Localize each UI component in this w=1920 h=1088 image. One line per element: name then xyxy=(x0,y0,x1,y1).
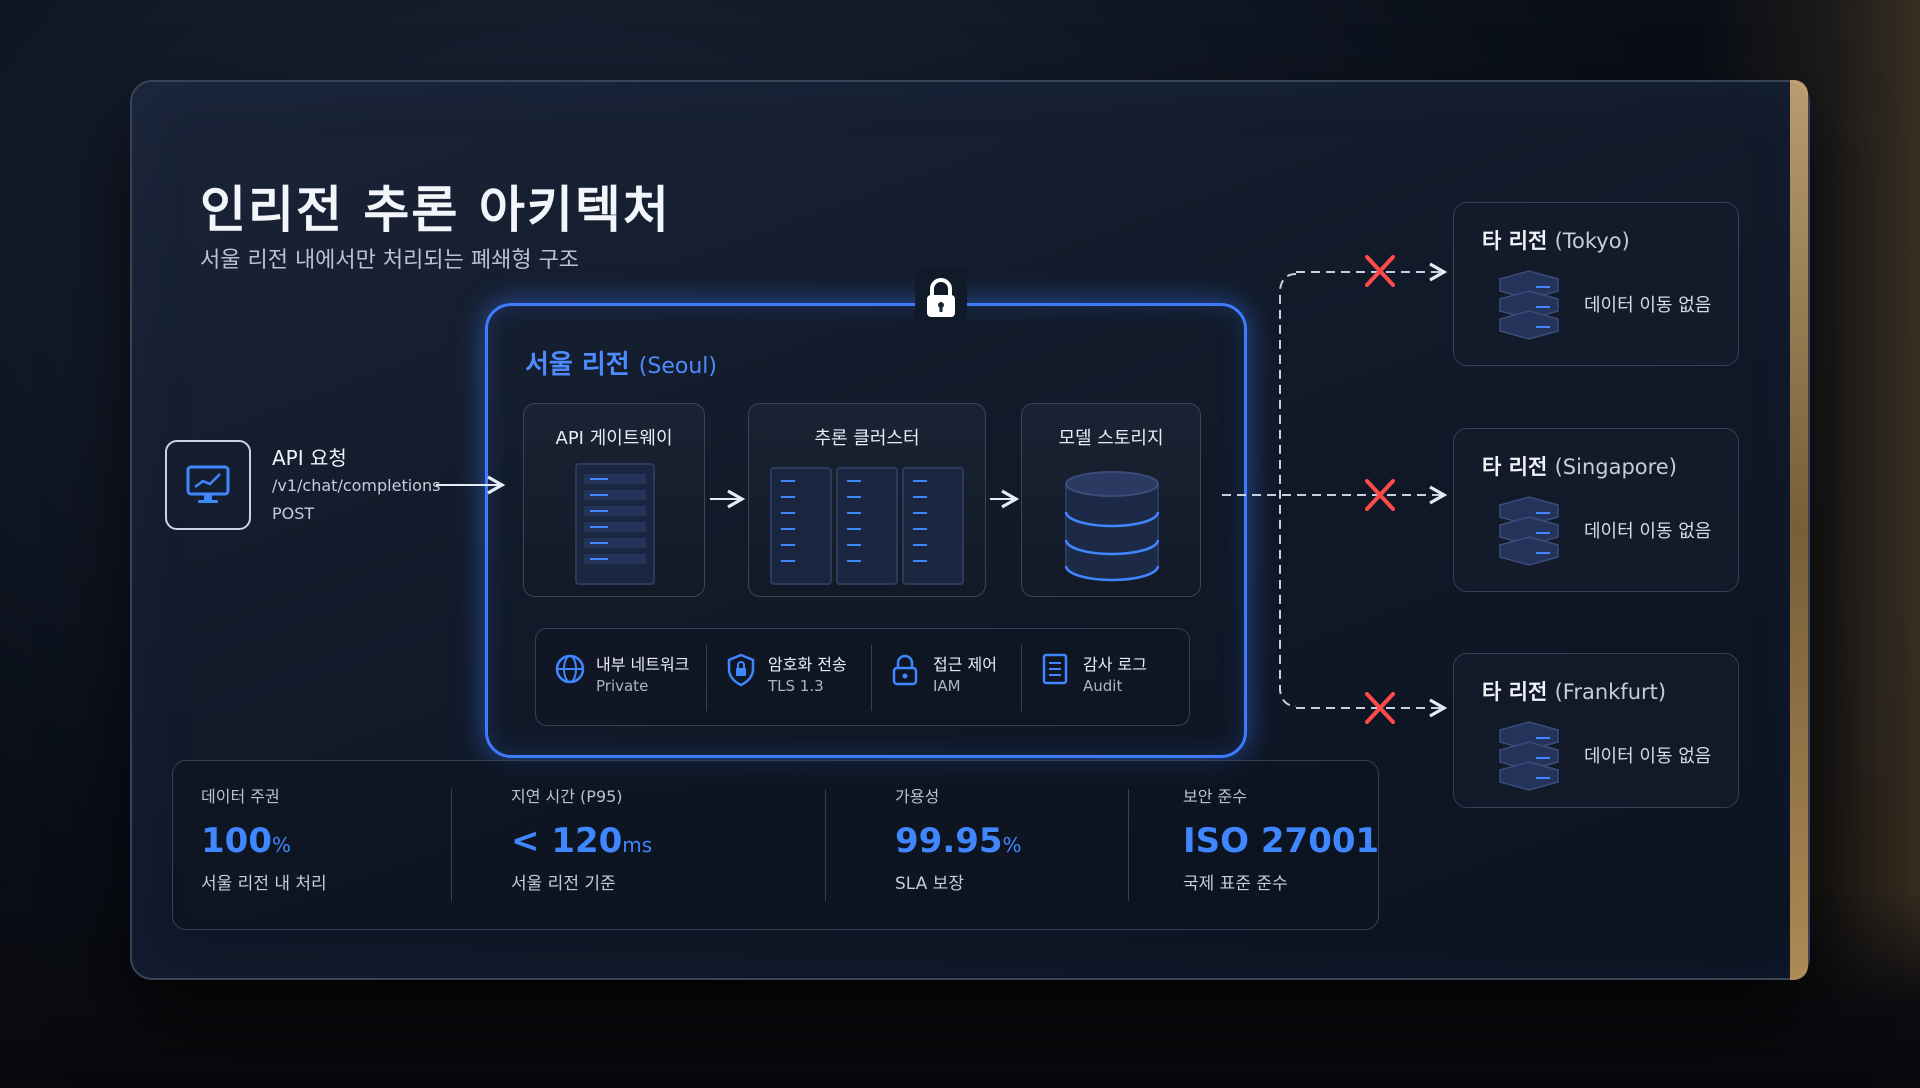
metric-value: 100% xyxy=(201,821,291,861)
blocked-x-icon-singapore xyxy=(1365,479,1395,511)
other-region-title: 타 리전 (Singapore) xyxy=(1482,451,1677,481)
metric-value: < 120ms xyxy=(511,821,653,861)
log-icon xyxy=(1042,653,1068,685)
lock-icon xyxy=(927,278,955,317)
server-stack-icon xyxy=(1499,496,1559,566)
region-lock xyxy=(915,270,967,326)
security-sub-audit: Audit xyxy=(1083,677,1123,695)
seoul-region-name-en: (Seoul) xyxy=(638,354,717,379)
security-title-network: 내부 네트워크 xyxy=(596,655,690,674)
inference-cluster-card: 추론 클러스터 xyxy=(748,403,986,597)
model-storage-label: 모델 스토리지 xyxy=(1058,428,1164,449)
route-vertical xyxy=(1279,273,1297,707)
other-region-name: 타 리전 xyxy=(1482,455,1548,479)
seoul-region-boundary xyxy=(485,303,1247,758)
api-request-method: POST xyxy=(272,504,315,523)
page-subtitle: 서울 리전 내에서만 처리되는 폐쇄형 구조 xyxy=(200,248,580,273)
security-title-access: 접근 제어 xyxy=(933,655,997,674)
blocked-x-icon-frankfurt xyxy=(1365,692,1395,724)
api-gateway-card: API 게이트웨이 xyxy=(523,403,705,597)
other-region-status: 데이터 이동 없음 xyxy=(1584,521,1712,542)
other-region-singapore: 타 리전 (Singapore) 데이터 이동 없음 xyxy=(1453,428,1739,592)
metric-sub: 서울 리전 기준 xyxy=(511,874,616,894)
metric-label: 데이터 주권 xyxy=(201,787,280,806)
server-rack-icon xyxy=(575,463,655,585)
api-request-title: API 요청 xyxy=(272,446,347,470)
other-region-title: 타 리전 (Tokyo) xyxy=(1482,225,1630,255)
lock-icon xyxy=(892,654,918,686)
security-title-audit: 감사 로그 xyxy=(1083,655,1147,674)
security-title-encryption: 암호화 전송 xyxy=(768,655,847,674)
metric-value: 99.95% xyxy=(895,821,1022,861)
metrics-bar: 데이터 주권 100% 서울 리전 내 처리 지연 시간 (P95) < 120… xyxy=(172,760,1379,930)
security-divider xyxy=(706,645,707,711)
metric-sub: 서울 리전 내 처리 xyxy=(201,874,327,894)
metric-label: 가용성 xyxy=(895,787,940,806)
server-cluster-icon xyxy=(770,467,964,585)
database-icon xyxy=(1064,471,1160,582)
metric-label: 지연 시간 (P95) xyxy=(511,787,623,806)
seoul-region-title: 서울 리전 (Seoul) xyxy=(525,344,717,381)
metric-sub: SLA 보장 xyxy=(895,874,964,894)
security-sub-access: IAM xyxy=(933,677,961,695)
security-features-bar: 내부 네트워크 Private 암호화 전송 TLS 1.3 접근 제어 IAM… xyxy=(535,628,1190,726)
api-request-icon-box xyxy=(165,440,251,530)
shield-icon xyxy=(727,653,755,687)
monitor-icon xyxy=(186,465,230,503)
blocked-x-icons xyxy=(1365,255,1395,724)
other-region-frankfurt: 타 리전 (Frankfurt) 데이터 이동 없음 xyxy=(1453,653,1739,808)
other-region-name-en: (Tokyo) xyxy=(1554,229,1630,253)
other-region-name: 타 리전 xyxy=(1482,680,1548,704)
metric-compliance: 보안 준수 ISO 27001 국제 표준 준수 xyxy=(1183,783,1379,894)
security-sub-network: Private xyxy=(596,677,649,695)
server-stack-icon xyxy=(1499,721,1559,791)
security-divider xyxy=(1021,645,1022,711)
other-region-status: 데이터 이동 없음 xyxy=(1584,295,1712,316)
other-region-tokyo: 타 리전 (Tokyo) 데이터 이동 없음 xyxy=(1453,202,1739,366)
model-storage-card: 모델 스토리지 xyxy=(1021,403,1201,597)
network-icon xyxy=(555,654,585,684)
other-region-status: 데이터 이동 없음 xyxy=(1584,746,1712,767)
metric-divider xyxy=(451,789,452,901)
metric-divider xyxy=(1128,789,1129,901)
other-region-name-en: (Frankfurt) xyxy=(1554,680,1667,704)
other-region-name-en: (Singapore) xyxy=(1554,455,1677,479)
metric-label: 보안 준수 xyxy=(1183,787,1247,806)
metric-latency: 지연 시간 (P95) < 120ms 서울 리전 기준 xyxy=(511,783,652,894)
server-stack-icon xyxy=(1499,270,1559,340)
metric-divider xyxy=(825,789,826,901)
metric-availability: 가용성 99.95% SLA 보장 xyxy=(895,783,1022,894)
security-sub-encryption: TLS 1.3 xyxy=(768,677,824,695)
metric-value: ISO 27001 xyxy=(1183,821,1380,861)
panel-edge xyxy=(1790,80,1808,980)
api-request-path: /v1/chat/completions xyxy=(272,476,441,495)
security-divider xyxy=(871,645,872,711)
blocked-routes xyxy=(1222,262,1448,718)
metric-data-sovereignty: 데이터 주권 100% 서울 리전 내 처리 xyxy=(201,783,327,894)
metric-sub: 국제 표준 준수 xyxy=(1183,874,1288,894)
seoul-region-name: 서울 리전 xyxy=(525,350,630,380)
blocked-x-icon-tokyo xyxy=(1365,255,1395,287)
inference-cluster-label: 추론 클러스터 xyxy=(814,428,920,449)
page-title: 인리전 추론 아키텍처 xyxy=(200,181,671,239)
other-region-title: 타 리전 (Frankfurt) xyxy=(1482,676,1666,706)
api-gateway-label: API 게이트웨이 xyxy=(555,428,673,449)
other-region-name: 타 리전 xyxy=(1482,229,1548,253)
